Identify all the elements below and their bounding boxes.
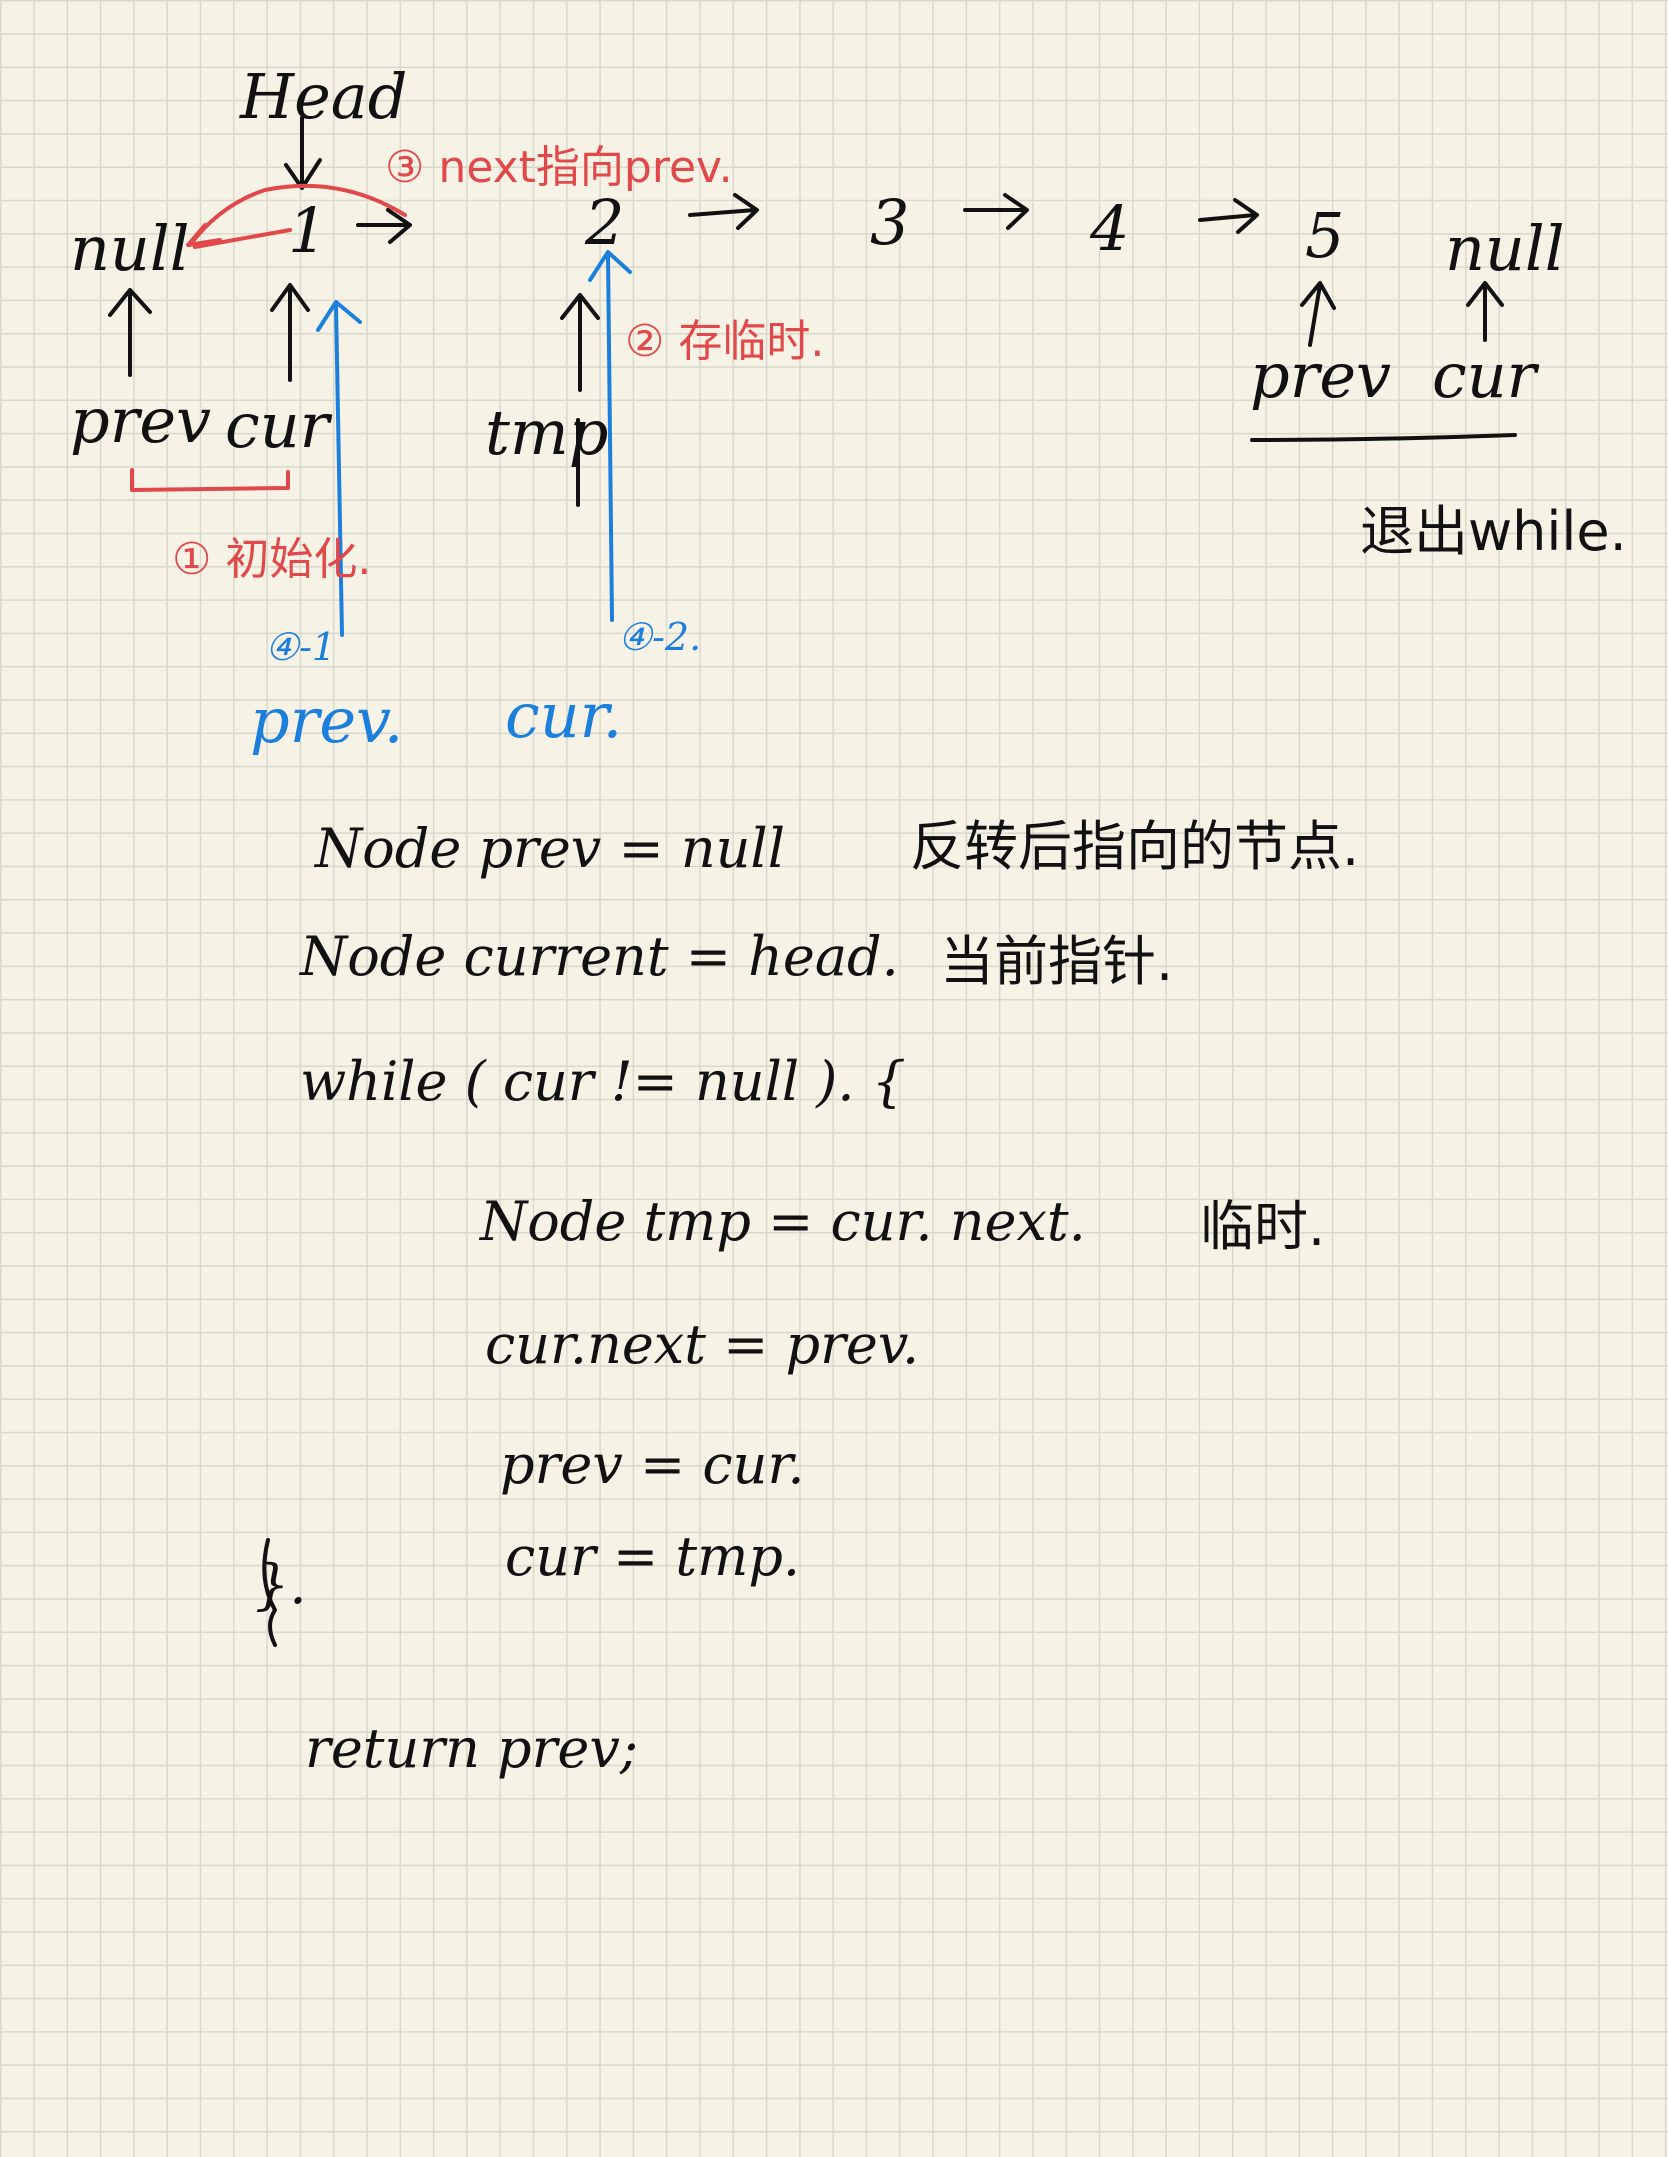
code-line-tmp-comment: 临时. <box>1200 1195 1326 1258</box>
step4-1-arrow <box>316 300 362 637</box>
code-line-tmp: Node tmp = cur. next. <box>480 1190 1086 1253</box>
end-cur-arrow <box>1466 281 1504 342</box>
moved-prev-label: prev. <box>250 684 404 757</box>
step4-2-annotation: ④-2. <box>618 615 702 659</box>
step4-1-annotation: ④-1 <box>265 625 337 669</box>
step3-annotation: ③ next指向prev. <box>385 142 733 193</box>
code-line-while: while ( cur != null ). { <box>300 1050 907 1113</box>
tmp-pointer-label: tmp <box>485 396 609 469</box>
step1-bracket <box>130 468 290 492</box>
tmp-pointer-arrow <box>560 293 600 392</box>
end-cur-label: cur <box>1432 339 1537 412</box>
closing-brace-stroke <box>262 1538 277 1647</box>
step4-2-arrow <box>588 250 632 622</box>
step2-annotation: ② 存临时. <box>625 316 825 367</box>
code-line-return: return prev; <box>305 1717 639 1780</box>
head-label: Head <box>240 60 408 133</box>
code-line-prev-init: Node prev = null <box>315 817 785 880</box>
moved-cur-label: cur. <box>505 679 623 752</box>
arrow-2-to-3 <box>688 193 759 230</box>
node-2: 2 <box>585 186 625 259</box>
code-line-prev-assign: prev = cur. <box>500 1433 805 1496</box>
node-3: 3 <box>870 186 910 259</box>
head-arrow <box>284 116 322 190</box>
node-1: 1 <box>288 194 328 267</box>
code-line-prev-comment: 反转后指向的节点. <box>910 815 1360 878</box>
step3-dash-arrow <box>193 228 292 249</box>
exit-while-note: 退出while. <box>1360 500 1627 563</box>
node-null-left: null <box>70 212 190 285</box>
arrow-1-to-2 <box>356 208 412 244</box>
node-4: 4 <box>1090 192 1130 265</box>
step3-curved-arrow <box>186 183 407 247</box>
code-closing-brace: }. <box>255 1553 307 1616</box>
cur-pointer-arrow <box>270 283 310 382</box>
node-5: 5 <box>1305 199 1345 272</box>
code-line-cur-assign: cur = tmp. <box>505 1525 801 1588</box>
arrow-3-to-4 <box>963 193 1029 230</box>
arrow-4-to-5 <box>1198 198 1259 234</box>
end-prev-label: prev <box>1250 339 1392 412</box>
end-prev-arrow <box>1300 281 1336 347</box>
cur-pointer-label: cur <box>225 389 330 462</box>
node-null-right: null <box>1445 212 1565 285</box>
prev-pointer-label: prev <box>70 384 212 457</box>
code-line-current-comment: 当前指针. <box>940 930 1174 993</box>
step1-annotation: ① 初始化. <box>172 534 372 585</box>
code-line-cur-next: cur.next = prev. <box>485 1313 920 1376</box>
code-line-current-init: Node current = head. <box>300 925 899 988</box>
end-state-underline <box>1250 433 1517 442</box>
prev-pointer-arrow <box>108 288 152 377</box>
